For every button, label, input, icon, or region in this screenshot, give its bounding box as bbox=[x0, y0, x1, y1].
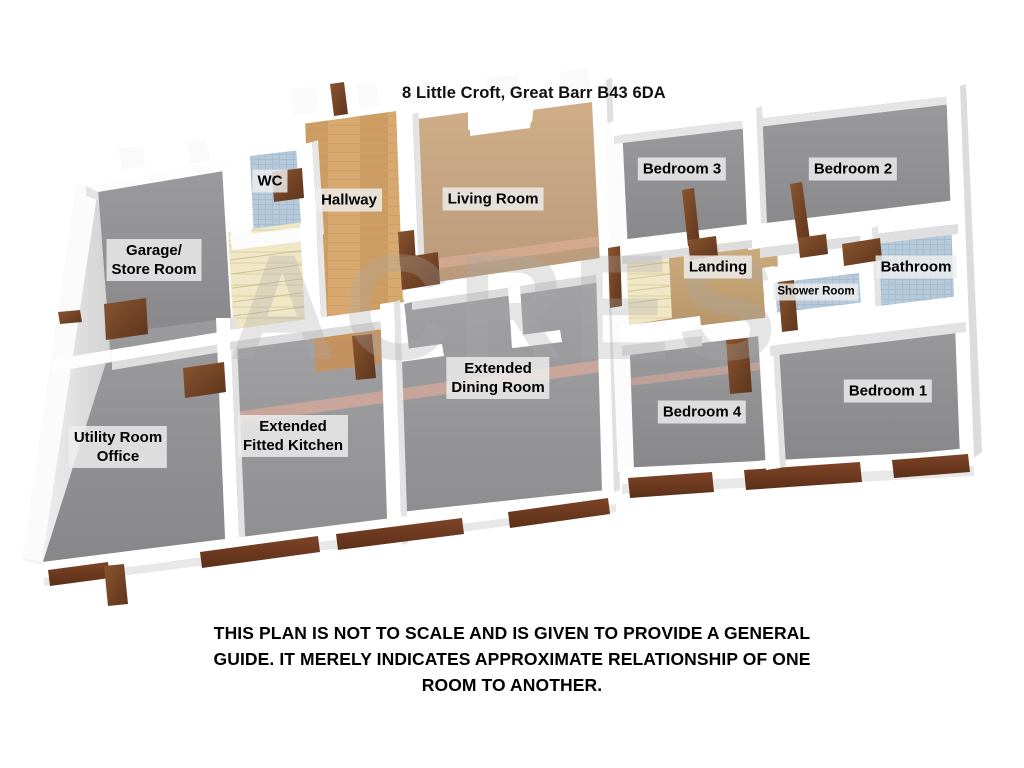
wall-wc-right bbox=[296, 142, 318, 240]
window-sill-3 bbox=[336, 518, 464, 550]
room-label-bedroom3: Bedroom 3 bbox=[637, 157, 727, 181]
wall-kitchen-top bbox=[228, 306, 406, 342]
room-label-living: Living Room bbox=[442, 187, 544, 211]
hallway-floor bbox=[305, 106, 404, 345]
door-kitchen[interactable] bbox=[352, 334, 376, 380]
window-sill-first-1 bbox=[628, 472, 714, 498]
room-label-wc: WC bbox=[252, 169, 288, 193]
wall-bed3-bottom-shade bbox=[622, 240, 752, 264]
wall-bed3-bed2 bbox=[742, 108, 762, 250]
disclaimer-line-2: GUIDE. IT MERELY INDICATES APPROXIMATE R… bbox=[213, 649, 811, 669]
wall-first-right bbox=[946, 84, 974, 458]
wall-garage-top bbox=[86, 160, 230, 192]
room-label-bedroom1: Bedroom 1 bbox=[843, 379, 933, 403]
first-floor-block bbox=[604, 82, 982, 498]
wall-garage-utility-shade bbox=[112, 342, 234, 370]
door-utility[interactable] bbox=[183, 362, 226, 398]
wall-kitchen-dining-shade bbox=[394, 300, 408, 545]
wall-living-top bbox=[406, 82, 602, 130]
wall-garage-wing-b bbox=[186, 140, 210, 164]
living-skirt bbox=[412, 236, 600, 272]
room-label-dining: Extended Dining Room bbox=[446, 357, 550, 399]
ground-floor-block bbox=[22, 68, 620, 606]
room-label-bedroom4: Bedroom 4 bbox=[657, 400, 747, 424]
room-label-hallway: Hallway bbox=[316, 188, 382, 212]
wall-first-top-shade bbox=[614, 96, 952, 144]
wall-shower-left bbox=[762, 266, 778, 328]
door-garage[interactable] bbox=[104, 298, 148, 340]
wall-living-top-wingB bbox=[486, 74, 520, 98]
wall-garage-wing-a bbox=[118, 146, 146, 170]
room-label-bathroom: Bathroom bbox=[875, 255, 957, 279]
bedroom4-skirt bbox=[630, 362, 760, 386]
door-front bbox=[104, 564, 128, 606]
room-label-landing: Landing bbox=[683, 255, 753, 279]
disclaimer-line-3: ROOM TO ANOTHER. bbox=[421, 675, 603, 695]
wall-bed1-top-shade bbox=[770, 322, 966, 356]
door-bedroom3[interactable] bbox=[682, 188, 700, 246]
wall-landing-bottom bbox=[620, 316, 702, 346]
door-bathroom[interactable] bbox=[842, 238, 882, 266]
room-label-utility: Utility Room Office bbox=[68, 426, 168, 468]
door-landing-stair[interactable] bbox=[608, 246, 622, 308]
disclaimer-line-1: THIS PLAN IS NOT TO SCALE AND IS GIVEN T… bbox=[213, 623, 811, 643]
wall-stub-a2 bbox=[398, 344, 444, 362]
wall-hall-living-shade bbox=[412, 98, 426, 300]
room-label-bedroom2: Bedroom 2 bbox=[808, 157, 898, 181]
disclaimer: THIS PLAN IS NOT TO SCALE AND IS GIVEN T… bbox=[0, 620, 1024, 698]
wall-wc-bottom bbox=[230, 226, 314, 250]
room-label-shower: Shower Room bbox=[773, 283, 859, 301]
page-title: 8 Little Croft, Great Barr B43 6DA bbox=[402, 84, 666, 102]
wall-garage-utility bbox=[110, 330, 234, 362]
wall-bed4-bed1-shade bbox=[772, 330, 786, 468]
door-hall-top[interactable] bbox=[330, 82, 348, 116]
window-sill-first-3 bbox=[892, 454, 970, 478]
door-living-lower[interactable] bbox=[400, 252, 440, 290]
wall-stub-b bbox=[508, 286, 524, 348]
staircase bbox=[228, 222, 310, 340]
wall-bed3-bed2-shade bbox=[756, 106, 768, 248]
wall-garage-top-side bbox=[86, 186, 98, 200]
wall-wc-right-shade bbox=[312, 140, 324, 236]
wall-bed1-top bbox=[768, 302, 966, 346]
door-bedroom2-swing[interactable] bbox=[798, 234, 828, 258]
window-sill-1 bbox=[48, 562, 110, 586]
wall-living-bottom-shade bbox=[412, 274, 602, 310]
wall-living-top-wingA bbox=[408, 80, 438, 104]
wall-hall-top-wing bbox=[290, 86, 320, 116]
room-label-garage: Garage/ Store Room bbox=[106, 239, 202, 281]
wall-first-right-shade bbox=[960, 84, 982, 458]
wall-stub-b2 bbox=[512, 330, 562, 348]
wall-ground-bottom-shade bbox=[44, 504, 616, 586]
wall-shower-right bbox=[858, 254, 874, 324]
wall-living-bottom bbox=[410, 258, 602, 302]
wall-stairs-right-shade bbox=[316, 218, 328, 336]
door-bedroom3-swing[interactable] bbox=[688, 236, 718, 260]
bedroom3-floor bbox=[622, 110, 752, 252]
wall-living-top-wingC bbox=[560, 68, 590, 92]
door-garage-left[interactable] bbox=[58, 310, 82, 324]
wall-hall-top-wing2 bbox=[356, 82, 380, 110]
wall-kitchen-dining bbox=[380, 302, 402, 548]
wall-landing-bottom-shade bbox=[622, 336, 702, 356]
wall-dining-right bbox=[596, 266, 614, 494]
wall-bed3-bottom bbox=[620, 224, 752, 256]
wall-wc-left bbox=[226, 154, 252, 244]
wall-garage-utility-side bbox=[50, 350, 112, 372]
wall-ground-bottom bbox=[42, 490, 616, 578]
wall-stairs-right bbox=[300, 220, 322, 340]
window-sill-4 bbox=[508, 498, 610, 528]
room-label-kitchen: Extended Fitted Kitchen bbox=[238, 415, 348, 457]
wall-outer-left-top bbox=[22, 184, 98, 562]
window-sill-first-2 bbox=[744, 462, 862, 490]
window-sill-2 bbox=[200, 536, 320, 568]
wall-first-top bbox=[610, 82, 952, 136]
door-bedroom4[interactable] bbox=[726, 338, 752, 394]
wall-shower-top bbox=[764, 256, 868, 284]
door-bedroom2[interactable] bbox=[790, 182, 810, 242]
wall-bed4-bed1 bbox=[758, 332, 780, 470]
wall-kitchen-top-shade bbox=[230, 318, 406, 350]
